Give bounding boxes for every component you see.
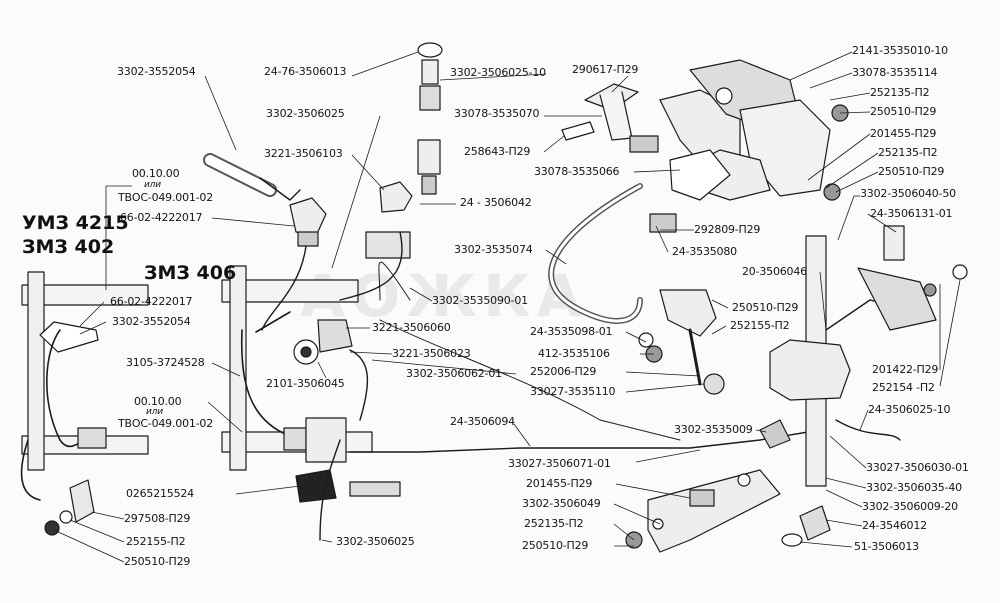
part-label: 3221-3506060 xyxy=(372,321,451,334)
part-label: 252135-П2 xyxy=(878,146,938,159)
part-label: 250510-П29 xyxy=(124,555,191,568)
part-label: 201422-П29 xyxy=(872,363,939,376)
part-label: 412-3535106 xyxy=(538,347,610,360)
part-label: 33078-3535070 xyxy=(454,107,540,120)
part-label: 252135-П2 xyxy=(524,517,584,530)
part-label: 258643-П29 xyxy=(464,145,531,158)
part-label: 00.10.00 xyxy=(134,395,182,408)
part-label: 201455-П29 xyxy=(870,127,937,140)
part-label: 252155-П2 xyxy=(730,319,790,332)
part-label: 24-3506131-01 xyxy=(870,207,953,220)
part-label: 3302-3506049 xyxy=(522,497,601,510)
part-label: 252154 -П2 xyxy=(872,381,935,394)
part-label: 3221-3506023 xyxy=(392,347,471,360)
part-label: 3302-3506035-40 xyxy=(866,481,962,494)
frame-middle xyxy=(221,265,401,541)
part-label: 3302-3535090-01 xyxy=(432,294,528,307)
engine-heading-umz: УМЗ 4215 xyxy=(22,212,129,234)
spring-rod xyxy=(548,183,725,395)
part-label: 00.10.00 xyxy=(132,167,180,180)
part-label: 292809-П29 xyxy=(694,223,761,236)
part-label: 24-3535080 xyxy=(672,245,737,258)
engine-heading-zmz406: ЗМЗ 406 xyxy=(144,262,237,284)
part-label: 3302-3552054 xyxy=(117,65,196,78)
part-label: 24-3535098-01 xyxy=(530,325,613,338)
part-label: 250510-П29 xyxy=(522,539,589,552)
part-label: 3302-3506025 xyxy=(336,535,415,548)
part-label: 24-3506025-10 xyxy=(868,403,951,416)
part-label: 3221-3506103 xyxy=(264,147,343,160)
part-label: 2101-3506045 xyxy=(266,377,345,390)
part-label: 24-76-3506013 xyxy=(264,65,347,78)
part-label: 3105-3724528 xyxy=(126,356,205,369)
brake-line xyxy=(349,261,821,453)
part-label: 252006-П29 xyxy=(530,365,597,378)
engine-heading-zmz402: ЗМЗ 402 xyxy=(22,236,115,258)
part-label: 3302-3552054 xyxy=(112,315,191,328)
part-label: 297508-П29 xyxy=(124,512,191,525)
part-label: 250510-П29 xyxy=(878,165,945,178)
lever-assembly xyxy=(561,59,849,201)
part-label: 33027-3535110 xyxy=(530,385,616,398)
part-label: 3302-3506009-20 xyxy=(862,500,958,513)
part-label: 250510-П29 xyxy=(870,105,937,118)
part-label: 2141-3535010-10 xyxy=(852,44,948,57)
part-label: 250510-П29 xyxy=(732,301,799,314)
part-label: 33078-3535114 xyxy=(852,66,938,79)
vacuum-hose xyxy=(203,153,327,331)
part-label: 3302-3506025 xyxy=(266,107,345,120)
part-label: 66-02-4222017 xyxy=(110,295,193,308)
part-label: 24-3506094 xyxy=(450,415,515,428)
part-label: ТВОС-049.001-02 xyxy=(118,191,214,204)
part-label: ТВОС-049.001-02 xyxy=(118,417,214,430)
part-label: или xyxy=(146,407,163,417)
part-label: 201455-П29 xyxy=(526,477,593,490)
frame-left xyxy=(20,271,149,536)
part-label: 33027-3506071-01 xyxy=(508,457,611,470)
part-label: 3302-3506040-50 xyxy=(860,187,956,200)
part-label: 252135-П2 xyxy=(870,86,930,99)
part-label: 20-3506046 xyxy=(742,265,807,278)
part-label: 33078-3535066 xyxy=(534,165,620,178)
part-label: 33027-3506030-01 xyxy=(866,461,969,474)
rear-axle xyxy=(759,225,968,487)
part-label: 3302-3535074 xyxy=(454,243,533,256)
part-label: 252155-П2 xyxy=(126,535,186,548)
part-label: 24 - 3506042 xyxy=(460,196,532,209)
part-label: 66-02-4222017 xyxy=(120,211,203,224)
part-label: 3302-3535009 xyxy=(674,423,753,436)
center-valves xyxy=(293,42,443,421)
part-label: 51-3506013 xyxy=(854,540,919,553)
part-label: 0265215524 xyxy=(126,487,194,500)
part-label: 290617-П29 xyxy=(572,63,639,76)
bracket xyxy=(625,469,831,553)
part-label: 24-3546012 xyxy=(862,519,927,532)
part-label: или xyxy=(144,180,161,190)
